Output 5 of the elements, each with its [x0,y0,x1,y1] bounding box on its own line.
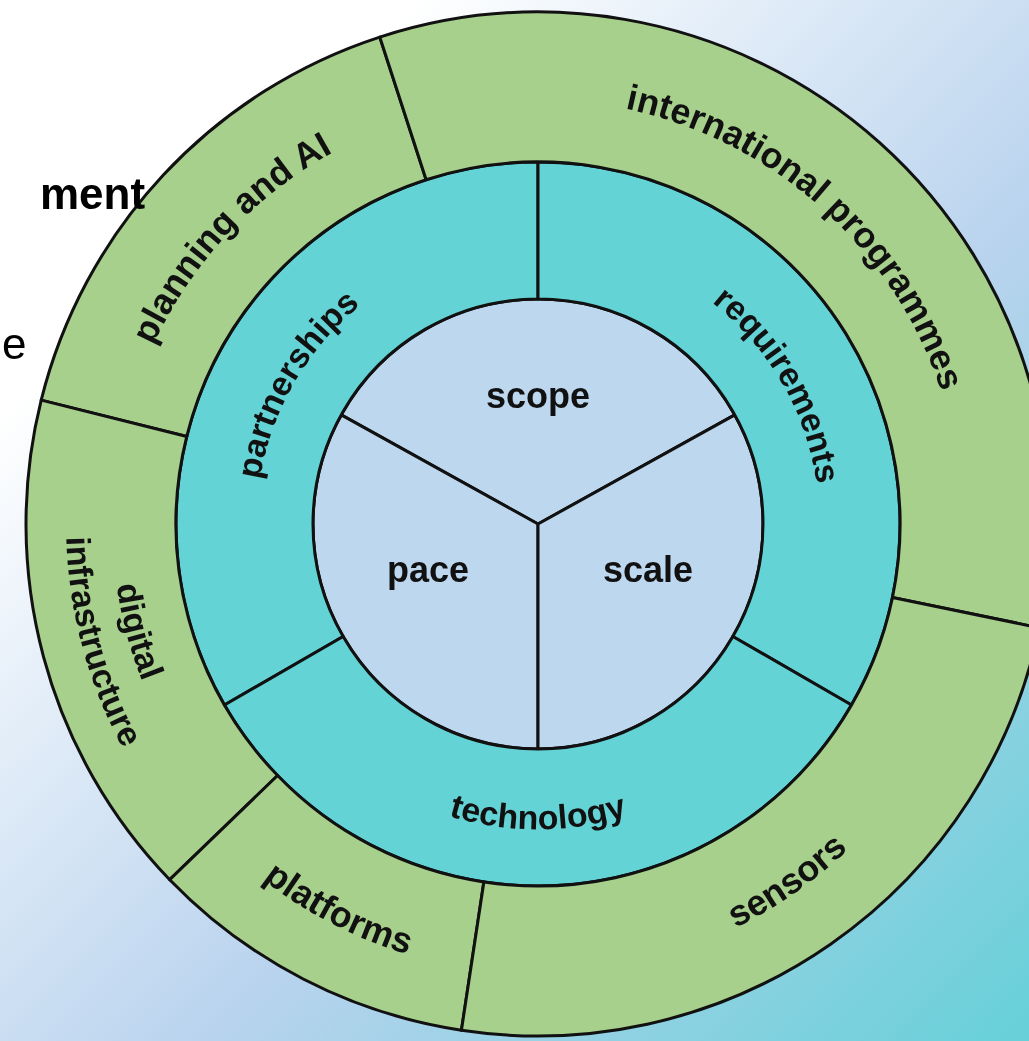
heading-text: e [2,322,27,366]
segment-label: scale [602,548,694,590]
segment-label: pace [386,548,470,590]
segment-label: scope [486,374,590,416]
segment-label: technology [446,786,630,837]
